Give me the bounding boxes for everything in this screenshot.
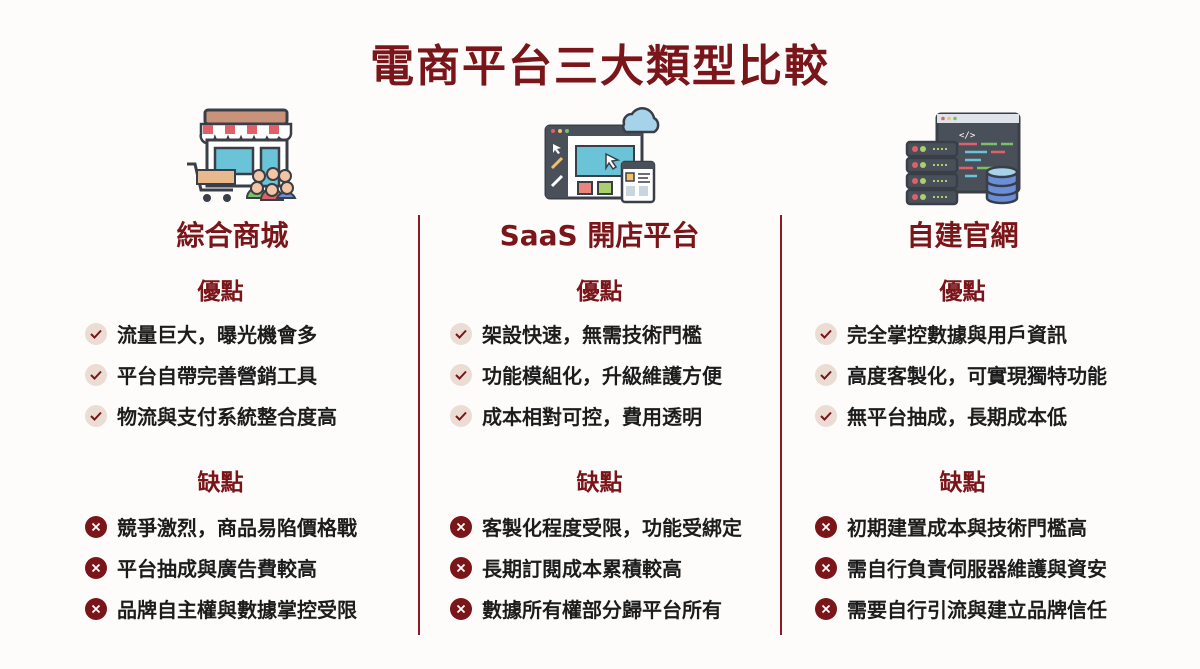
pros-item: 物流與支付系統整合度高: [85, 395, 448, 436]
cons-heading: 缺點: [939, 470, 986, 496]
cons-text: 需要自行引流與建立品牌信任: [847, 598, 1107, 622]
cons-text: 平台抽成與廣告費較高: [117, 557, 317, 581]
cross-icon: [815, 597, 837, 620]
pros-item: 高度客製化，可實現獨特功能: [815, 354, 1178, 395]
column-divider: [780, 215, 782, 635]
cons-item: 平台抽成與廣告費較高: [85, 547, 448, 588]
cons-text: 長期訂閱成本累積較高: [482, 557, 682, 581]
check-icon: [450, 363, 472, 386]
column-marketplace: 綜合商城 優點 流量巨大，曝光機會多 平台自帶完善營銷工具 物流與支付系統整合度…: [55, 100, 418, 660]
cross-icon: [815, 515, 837, 538]
check-icon: [815, 404, 837, 427]
pros-heading: 優點: [197, 279, 244, 305]
cross-icon: [450, 556, 472, 579]
cons-list: 客製化程度受限，功能受綁定 長期訂閱成本累積較高 數據所有權部分歸平台所有: [450, 506, 813, 629]
cross-icon: [450, 597, 472, 620]
check-icon: [85, 404, 107, 427]
server-code-database-icon: </>: [903, 106, 1023, 206]
check-icon: [450, 404, 472, 427]
cons-text: 品牌自主權與數據掌控受限: [117, 598, 357, 622]
column-title: 自建官網: [906, 219, 1019, 252]
cons-item: 需自行負責伺服器維護與資安: [815, 547, 1178, 588]
cons-heading: 缺點: [576, 470, 623, 496]
pros-list: 完全掌控數據與用戶資訊 高度客製化，可實現獨特功能 無平台抽成，長期成本低: [815, 313, 1178, 436]
check-icon: [815, 363, 837, 386]
cons-text: 需自行負責伺服器維護與資安: [847, 557, 1107, 581]
check-icon: [85, 363, 107, 386]
pros-item: 平台自帶完善營銷工具: [85, 354, 448, 395]
column-saas: SaaS 開店平台 優點 架設快速，無需技術門檻 功能模組化，升級維護方便 成本…: [418, 100, 781, 660]
cons-item: 數據所有權部分歸平台所有: [450, 588, 813, 629]
cons-list: 初期建置成本與技術門檻高 需自行負責伺服器維護與資安 需要自行引流與建立品牌信任: [815, 506, 1178, 629]
cons-text: 競爭激烈，商品易陷價格戰: [117, 516, 357, 540]
check-icon: [85, 322, 107, 345]
cons-item: 長期訂閱成本累積較高: [450, 547, 813, 588]
cons-list: 競爭激烈，商品易陷價格戰 平台抽成與廣告費較高 品牌自主權與數據掌控受限: [85, 506, 448, 629]
cons-item: 客製化程度受限，功能受綁定: [450, 506, 813, 547]
pros-item: 流量巨大，曝光機會多: [85, 313, 448, 354]
page-title: 電商平台三大類型比較: [370, 41, 830, 92]
column-title: SaaS 開店平台: [499, 219, 700, 252]
pros-list: 流量巨大，曝光機會多 平台自帶完善營銷工具 物流與支付系統整合度高: [85, 313, 448, 436]
cons-item: 競爭激烈，商品易陷價格戰: [85, 506, 448, 547]
pros-heading: 優點: [576, 279, 623, 305]
pros-text: 功能模組化，升級維護方便: [482, 364, 722, 388]
svg-text:</>: </>: [959, 131, 976, 141]
cons-heading: 缺點: [197, 470, 244, 496]
pros-text: 成本相對可控，費用透明: [482, 405, 702, 429]
pros-text: 無平台抽成，長期成本低: [847, 405, 1067, 429]
pros-heading: 優點: [939, 279, 986, 305]
pros-list: 架設快速，無需技術門檻 功能模組化，升級維護方便 成本相對可控，費用透明: [450, 313, 813, 436]
pros-text: 流量巨大，曝光機會多: [117, 323, 317, 347]
check-icon: [450, 322, 472, 345]
pros-item: 無平台抽成，長期成本低: [815, 395, 1178, 436]
cons-text: 初期建置成本與技術門檻高: [847, 516, 1087, 540]
cons-item: 需要自行引流與建立品牌信任: [815, 588, 1178, 629]
column-divider: [418, 215, 420, 635]
column-title: 綜合商城: [176, 219, 289, 252]
pros-text: 架設快速，無需技術門檻: [482, 323, 702, 347]
pros-item: 功能模組化，升級維護方便: [450, 354, 813, 395]
pros-text: 物流與支付系統整合度高: [117, 405, 337, 429]
cons-text: 數據所有權部分歸平台所有: [482, 598, 722, 622]
check-icon: [815, 322, 837, 345]
cross-icon: [450, 515, 472, 538]
pros-text: 平台自帶完善營銷工具: [117, 364, 317, 388]
cross-icon: [85, 515, 107, 538]
pros-text: 高度客製化，可實現獨特功能: [847, 364, 1107, 388]
pros-item: 完全掌控數據與用戶資訊: [815, 313, 1178, 354]
pros-text: 完全掌控數據與用戶資訊: [847, 323, 1067, 347]
pros-item: 架設快速，無需技術門檻: [450, 313, 813, 354]
cons-item: 初期建置成本與技術門檻高: [815, 506, 1178, 547]
storefront-shopping-cart-crowd-icon: [177, 106, 297, 206]
website-builder-cloud-icon: [540, 106, 660, 206]
cons-item: 品牌自主權與數據掌控受限: [85, 588, 448, 629]
cross-icon: [85, 556, 107, 579]
cons-text: 客製化程度受限，功能受綁定: [482, 516, 742, 540]
cross-icon: [85, 597, 107, 620]
column-self-built: </>: [781, 100, 1144, 660]
cross-icon: [815, 556, 837, 579]
pros-item: 成本相對可控，費用透明: [450, 395, 813, 436]
